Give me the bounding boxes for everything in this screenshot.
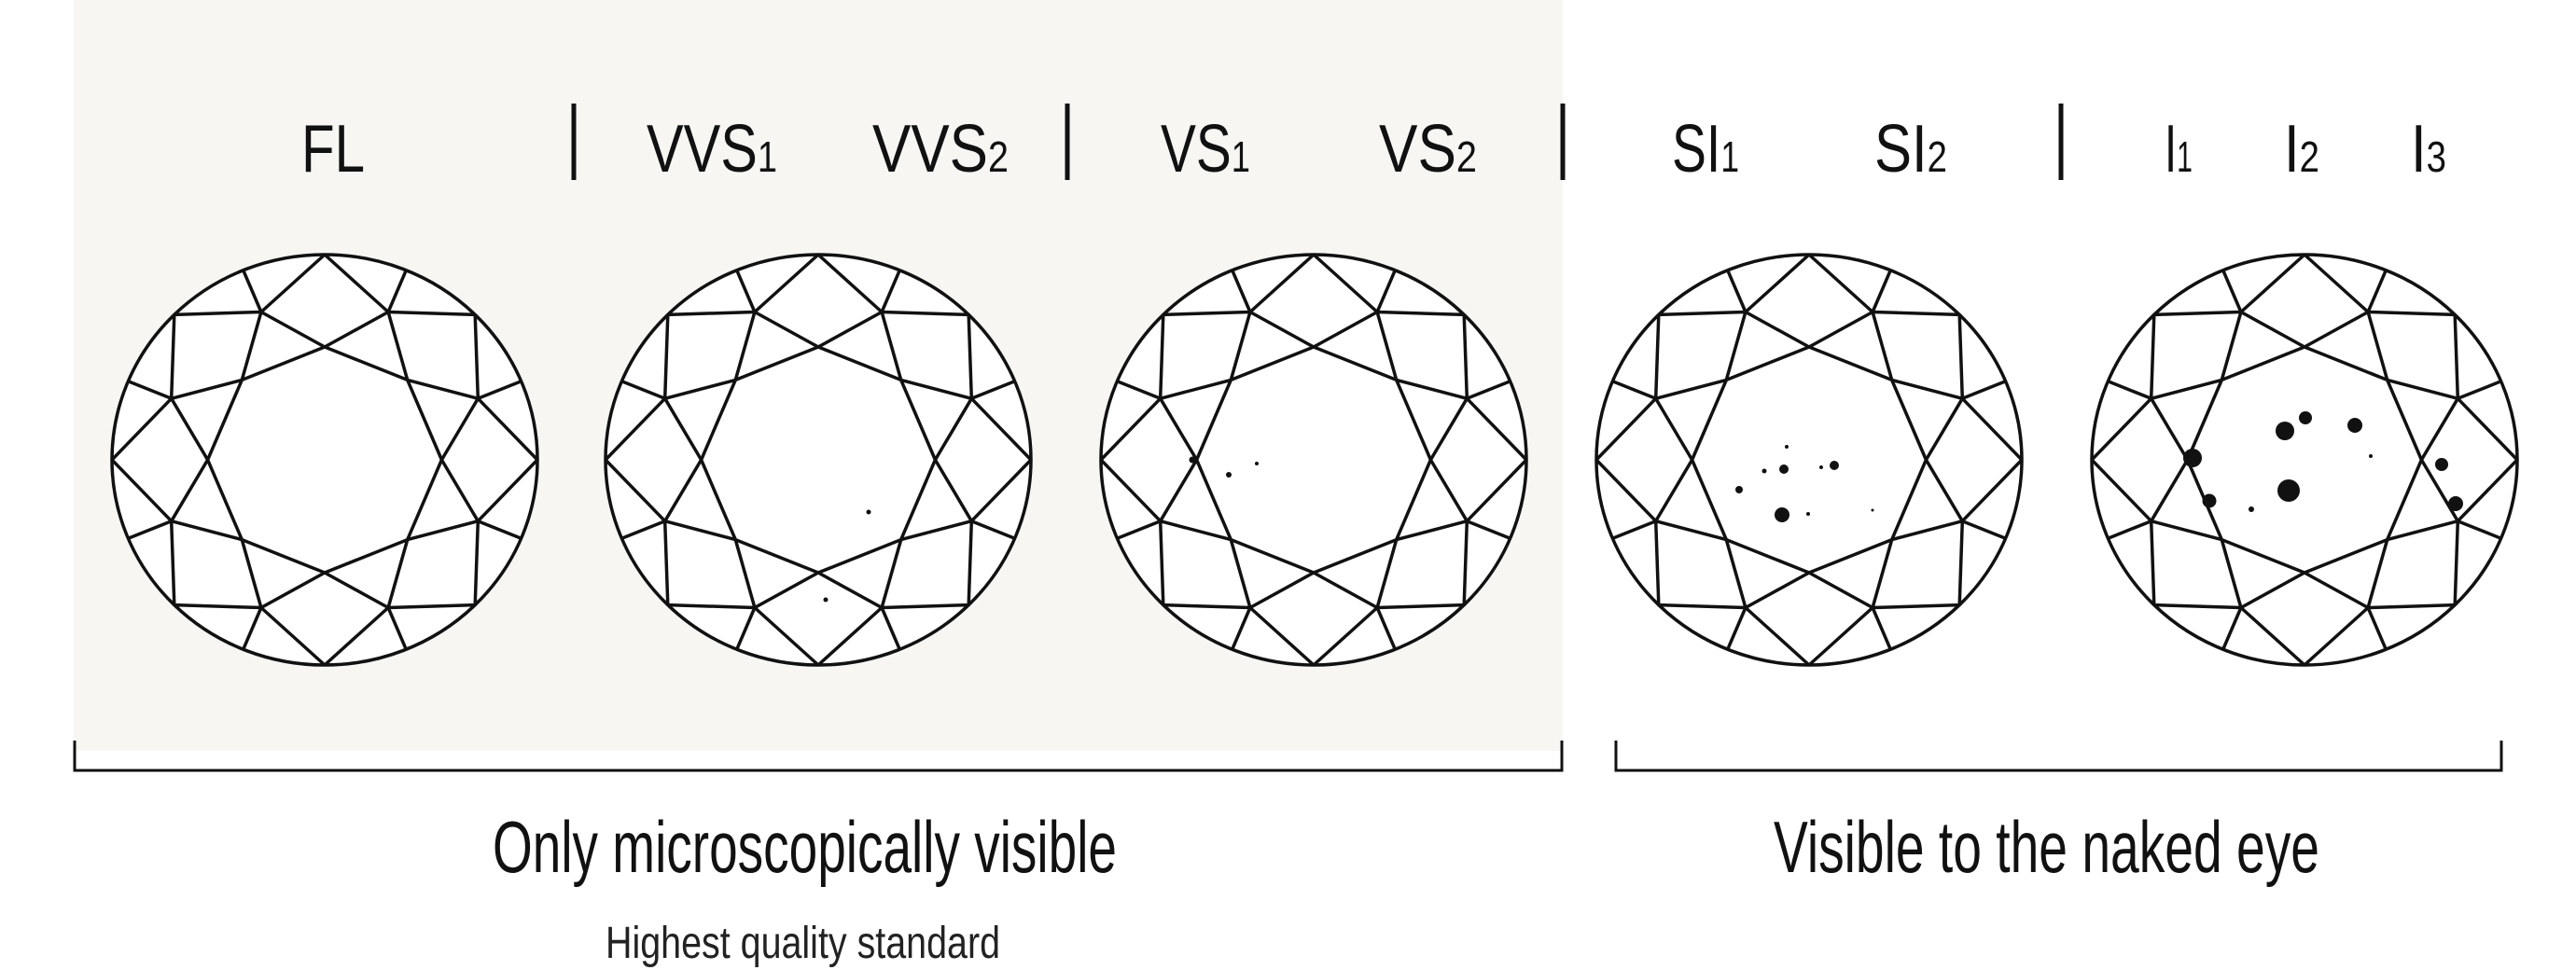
inclusion-dot <box>1775 507 1789 522</box>
inclusion-dot <box>2448 496 2463 511</box>
grade-label-si2: SI2 <box>1874 112 1947 187</box>
diamond-si <box>1594 253 2024 667</box>
inclusion-dot <box>1761 468 1767 474</box>
diamond-facets <box>110 253 539 667</box>
inclusion-dot <box>866 509 871 515</box>
group-subtitle-microscopic: Highest quality standard <box>606 919 1000 968</box>
grade-label-i2: I2 <box>2284 112 2319 187</box>
grade-label-vvs2: VVS2 <box>872 112 1009 187</box>
group-title-naked-eye: Visible to the naked eye <box>1774 806 2319 888</box>
inclusion-dot <box>2249 506 2254 512</box>
grade-label-vs1: VS1 <box>1161 112 1250 187</box>
inclusion-dot <box>1189 456 1196 464</box>
bracket-microscopic <box>73 741 1564 772</box>
diamond-vvs <box>604 253 1033 667</box>
inclusion-dot <box>1255 462 1259 465</box>
grade-label-fl: FL <box>301 112 365 187</box>
diamond-facets <box>604 253 1033 667</box>
inclusion-dot <box>1226 472 1232 478</box>
inclusion-dot <box>2183 449 2202 467</box>
grade-label-vvs1: VVS1 <box>647 112 777 187</box>
diamond-facets <box>2090 253 2519 667</box>
inclusion-dot <box>2369 454 2373 458</box>
inclusion-dot <box>1779 464 1789 474</box>
grade-label-si1: SI1 <box>1672 112 1739 187</box>
grade-label-i1: I1 <box>2165 112 2193 187</box>
inclusion-dot <box>2347 418 2362 433</box>
inclusion-dot <box>1785 445 1789 449</box>
inclusion-dot <box>2277 479 2300 502</box>
group-title-microscopic: Only microscopically visible <box>493 806 1117 888</box>
diamond-fl <box>110 253 539 667</box>
inclusion-dot <box>823 597 828 603</box>
grade-label-vs2: VS2 <box>1379 112 1477 187</box>
inclusion-dot <box>1871 508 1874 512</box>
grade-label-i3: I3 <box>2411 112 2446 187</box>
inclusion-dot <box>1830 461 1839 470</box>
inclusion-dot <box>2299 411 2312 424</box>
inclusion-dot <box>2202 493 2217 508</box>
inclusion-dot <box>2276 422 2294 440</box>
diamond-i <box>2090 253 2519 667</box>
diamond-facets <box>1594 253 2024 667</box>
diamond-facets <box>1099 253 1528 667</box>
inclusion-dot <box>2435 458 2448 471</box>
inclusion-dot <box>1735 486 1743 493</box>
inclusion-dot <box>1806 512 1810 516</box>
diamond-vs <box>1099 253 1528 667</box>
inclusion-dot <box>1819 465 1823 469</box>
bracket-naked-eye <box>1614 741 2503 772</box>
